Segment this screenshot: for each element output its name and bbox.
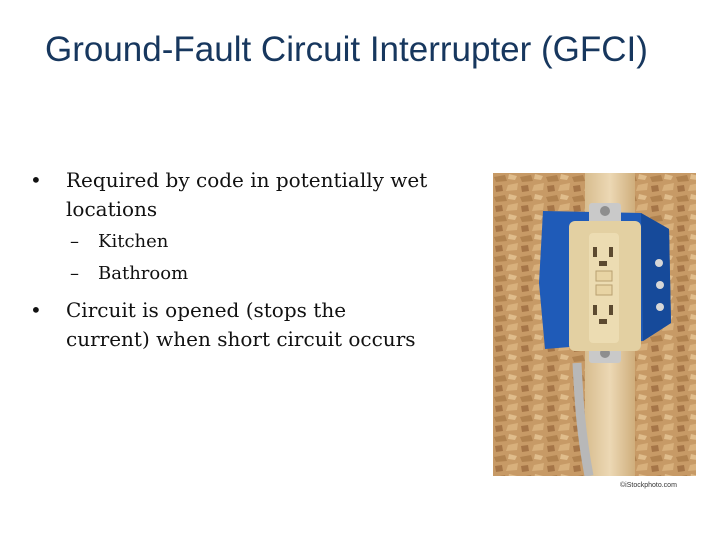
bullet-text: Required by code in potentially wet loca… [66,168,428,221]
bullet-dot: • [30,168,42,192]
sub-bullet-item: – Kitchen [30,226,430,258]
gfci-outlet-photo [493,173,696,476]
bullet-dot: • [30,298,42,322]
test-button [595,270,613,282]
sub-bullet-item: – Bathroom [30,258,430,290]
bullet-text: Circuit is opened (stops the current) wh… [66,298,416,351]
sub-bullet-dash: – [70,231,79,252]
sub-bullet-dash: – [70,263,79,284]
cable [572,362,594,476]
sub-bullet-text: Bathroom [98,263,189,284]
bullet-item: • Circuit is opened (stops the current) … [30,296,430,354]
reset-button [595,284,613,296]
slide-title: Ground-Fault Circuit Interrupter (GFCI) [45,30,648,69]
sub-bullet-text: Kitchen [98,231,169,252]
photo-credit: ©iStockphoto.com [620,482,677,489]
bullet-list: • Required by code in potentially wet lo… [30,166,430,354]
bullet-item: • Required by code in potentially wet lo… [30,166,430,224]
